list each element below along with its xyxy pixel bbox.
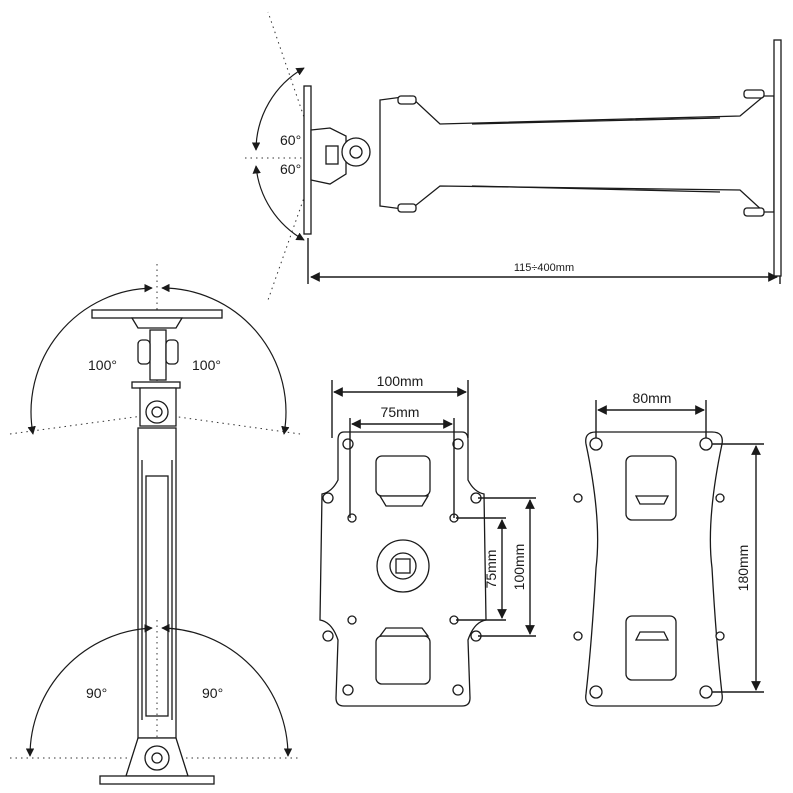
tilt-up-angle: 60° (280, 132, 301, 148)
vesa-plate-edge (303, 85, 312, 235)
vesa-height-outer: 100mm (511, 544, 527, 591)
tilt-down-angle: 60° (280, 161, 301, 177)
reach-dimension: 115÷400mm (514, 262, 574, 274)
base-swivel-right-angle: 90° (202, 685, 223, 701)
vesa-plate-top (91, 309, 223, 319)
head-swivel-right-angle: 100° (192, 357, 221, 373)
wall-plate-edge (773, 39, 782, 277)
swivel-top-view: 100° 100° 90° 90° (9, 264, 301, 785)
vesa-height-inner: 75mm (483, 550, 499, 589)
base-swivel-left-angle: 90° (86, 685, 107, 701)
extension-arm (379, 95, 775, 213)
tilt-side-view: 60° 60° 115÷400mm (245, 11, 782, 301)
head-swivel-left-angle: 100° (88, 357, 117, 373)
wall-plate-front: 80mm 180mm (573, 390, 764, 707)
wall-plate-top (99, 775, 215, 785)
vesa-plate-front: 100mm 75mm 75mm 100mm (319, 373, 536, 707)
wall-plate-width: 80mm (633, 390, 672, 406)
wall-plate-height: 180mm (735, 545, 751, 592)
vesa-width-outer: 100mm (377, 373, 424, 389)
vesa-width-inner: 75mm (381, 404, 420, 420)
